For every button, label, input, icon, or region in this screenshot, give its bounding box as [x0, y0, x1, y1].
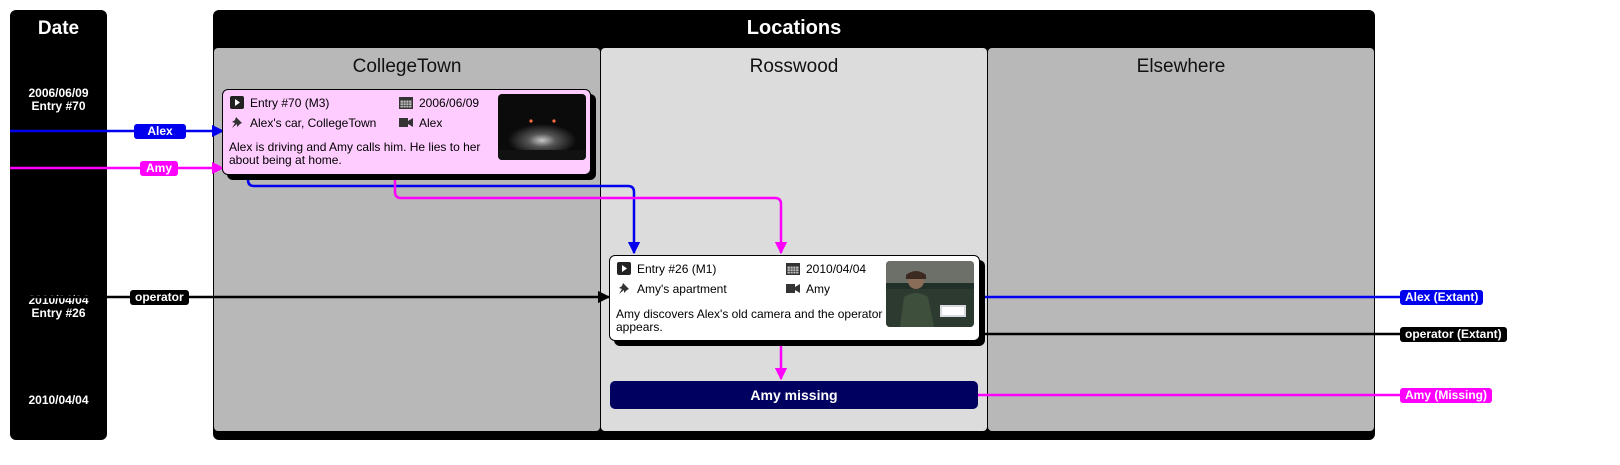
- tag-amy-missing[interactable]: Amy (Missing): [1400, 388, 1493, 403]
- entry-camera: Alex: [419, 116, 443, 130]
- date-row-date: 2006/06/09: [28, 86, 89, 100]
- play-icon: [617, 262, 631, 275]
- date-row-1: 2006/06/09 Entry #70: [10, 87, 107, 113]
- column-title-elsewhere: Elsewhere: [1136, 56, 1226, 77]
- date-row-entry: Entry #70: [31, 99, 86, 113]
- column-rosswood: [601, 48, 987, 431]
- column-elsewhere: [988, 48, 1374, 431]
- entry-date: 2010/04/04: [806, 262, 867, 276]
- entry-description: Amy discovers Alex's old camera and the …: [616, 307, 883, 334]
- camera-icon: [786, 284, 800, 293]
- date-row-entry: Entry #26: [31, 306, 86, 320]
- entry-title: Entry #70 (M3): [250, 96, 330, 110]
- entry-place: Alex's car, CollegeTown: [250, 116, 377, 130]
- entry-card-26[interactable]: Entry #26 (M1) 2010/04/04 Amy's apartmen…: [609, 255, 980, 341]
- entry-date: 2006/06/09: [419, 96, 480, 110]
- entry-card-70[interactable]: Entry #70 (M3) 2006/06/09 Alex's car, Co…: [222, 89, 591, 175]
- entry-title: Entry #26 (M1): [637, 262, 717, 276]
- entry-thumbnail: [498, 94, 586, 160]
- camera-icon: [399, 118, 413, 127]
- tag-operator-extant[interactable]: operator (Extant): [1400, 327, 1507, 342]
- entry-place: Amy's apartment: [637, 282, 727, 296]
- tag-alex-extant[interactable]: Alex (Extant): [1400, 290, 1484, 305]
- alex-line-mid: [246, 176, 641, 255]
- date-column: [10, 10, 107, 440]
- entry-description: Alex is driving and Amy calls him. He li…: [229, 140, 481, 167]
- play-icon: [230, 96, 244, 109]
- tag-amy[interactable]: Amy: [140, 161, 178, 176]
- calendar-icon: [399, 97, 413, 109]
- date-row-date: 2010/04/04: [28, 393, 89, 407]
- locations-title: Locations: [746, 17, 842, 39]
- date-column-title: Date: [37, 18, 80, 39]
- tag-operator[interactable]: operator: [130, 290, 189, 305]
- column-title-rosswood: Rosswood: [749, 56, 839, 77]
- calendar-icon: [786, 263, 800, 275]
- entry-thumbnail: [886, 261, 974, 327]
- column-title-collegetown: CollegeTown: [352, 56, 462, 77]
- entry-camera: Amy: [806, 282, 830, 296]
- pin-icon: [619, 283, 629, 294]
- amy-line-mid: [393, 176, 788, 255]
- date-row-3: 2010/04/04: [10, 394, 107, 407]
- event-amy-missing[interactable]: Amy missing: [610, 381, 978, 409]
- tag-alex[interactable]: Alex: [134, 124, 186, 139]
- pin-icon: [232, 117, 242, 128]
